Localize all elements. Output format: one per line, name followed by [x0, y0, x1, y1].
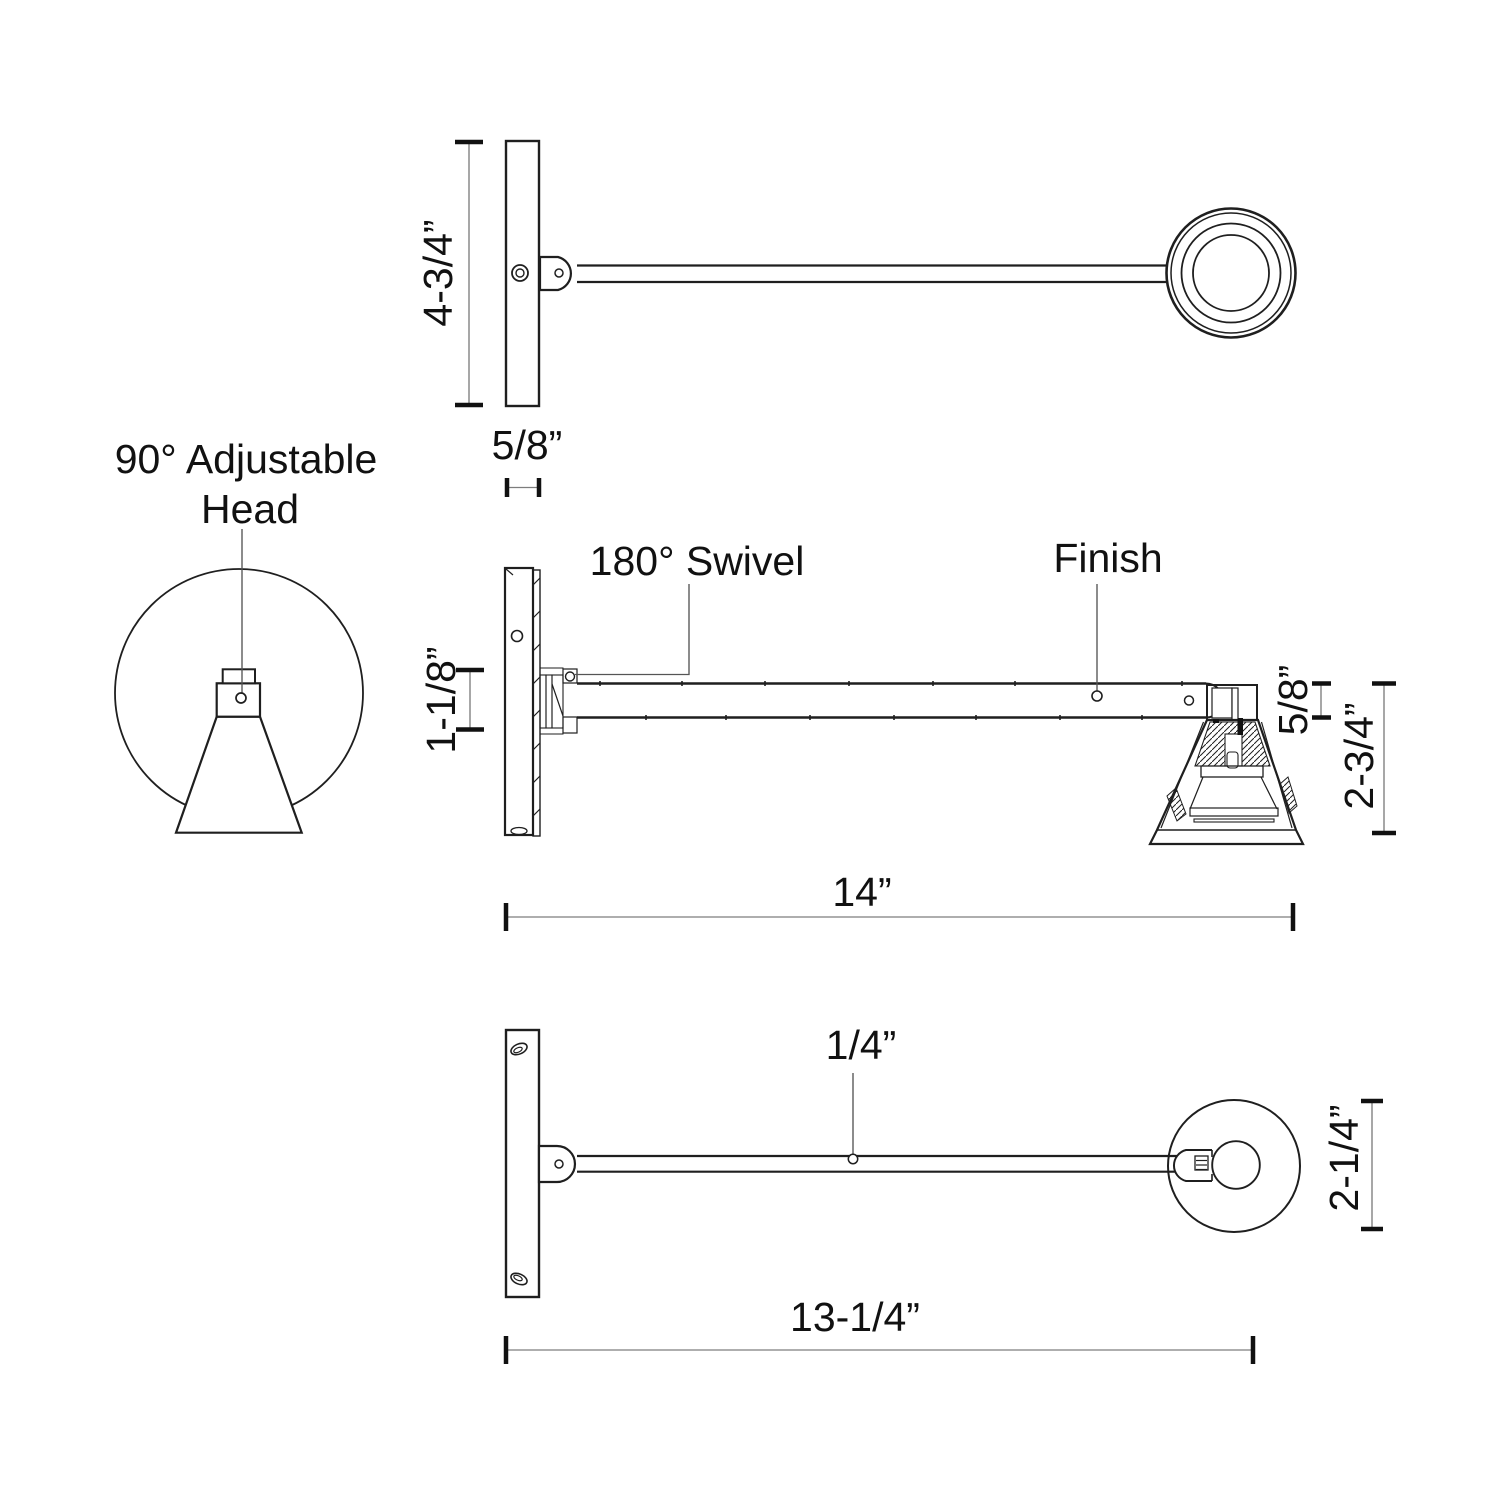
- neck-screw-icon: [235, 692, 247, 704]
- arm-thickness-point-icon: [847, 1153, 859, 1165]
- head-neck-cap: [221, 668, 256, 685]
- shade-outline-circle: [1167, 1099, 1301, 1233]
- backplate-depth-text: 5/8”: [492, 422, 563, 468]
- stem-section: [1237, 718, 1243, 735]
- arm-segment-marks: [599, 681, 1183, 720]
- swivel-bracket-bottom-view: [537, 1144, 577, 1184]
- finish-label-group: Finish: [1053, 535, 1163, 702]
- head-top-view: [1165, 207, 1297, 339]
- swivel-pin-icon: [564, 671, 576, 682]
- neck-circle: [1211, 1140, 1261, 1190]
- pivot-screw-bottom-icon: [554, 1159, 564, 1169]
- dim-arm-reach: 13-1/4”: [503, 1294, 1256, 1364]
- arm-side-view: [577, 681, 1224, 720]
- head-height-text: 2-3/4”: [1336, 702, 1382, 809]
- swivel-label: 180° Swivel: [590, 538, 805, 584]
- bottom-view: 1/4” 2-1/4” 13-1/4”: [503, 1022, 1383, 1364]
- dim-arm-length: 14”: [503, 869, 1296, 931]
- cone-shade-front: [174, 715, 304, 834]
- joint-mark: [1213, 719, 1219, 723]
- dim-backplate-depth: 5/8”: [492, 422, 563, 497]
- adjustable-head-detail: 90° Adjustable Head: [114, 436, 378, 834]
- head-mount-height-text: 5/8”: [1270, 665, 1316, 736]
- backplate-bottom-view: [504, 1028, 541, 1299]
- head-diameter-text: 2-1/4”: [1321, 1104, 1367, 1211]
- side-view: 180° Swivel Finish 1-1/8” 14” 5/8”: [418, 535, 1396, 931]
- head-side-section: [1148, 684, 1305, 846]
- pivot-screw-icon: [554, 268, 564, 278]
- clamp-detail: [1194, 1155, 1209, 1171]
- arm-end-screw-icon: [1183, 695, 1195, 706]
- adjustable-head-label-line1: 90° Adjustable: [115, 436, 378, 482]
- top-view: 4-3/4” 5/8”: [415, 139, 1297, 497]
- backplate-top-view: [504, 139, 541, 408]
- lens-line: [1193, 818, 1275, 823]
- left-wedge: [1166, 787, 1187, 822]
- dim-backplate-height: 4-3/4”: [415, 139, 483, 408]
- arm-assembly-height-text: 1-1/8”: [418, 646, 464, 753]
- right-wedge: [1279, 776, 1298, 814]
- head-bottom-view: [1167, 1099, 1301, 1233]
- swivel-label-group: 180° Swivel: [575, 538, 805, 676]
- dim-head-mount-height: 5/8”: [1270, 665, 1331, 736]
- backplate-height-text: 4-3/4”: [415, 219, 461, 326]
- finish-point-icon: [1091, 690, 1103, 702]
- swivel-joint-section: [539, 667, 578, 735]
- arm-length-text: 14”: [832, 869, 891, 915]
- plate-slot-top: [510, 1042, 528, 1056]
- plate-slot-bottom: [510, 1272, 528, 1286]
- lens-plate: [1189, 807, 1279, 817]
- plate-screw-hole: [510, 629, 524, 643]
- backplate-side-view: [503, 566, 541, 837]
- dim-arm-assembly-height: 1-1/8”: [418, 646, 484, 754]
- mount-screw-inner: [515, 268, 525, 278]
- adjustable-head-label-line2: Head: [201, 486, 299, 532]
- dim-arm-thickness: 1/4”: [826, 1022, 897, 1165]
- arm-reach-text: 13-1/4”: [790, 1294, 920, 1340]
- swivel-leader-line: [575, 584, 690, 676]
- socket-plate: [1200, 765, 1264, 778]
- dim-head-height: 2-3/4”: [1336, 681, 1396, 836]
- dim-head-diameter: 2-1/4”: [1321, 1098, 1383, 1232]
- arm-thickness-text: 1/4”: [826, 1022, 897, 1068]
- finish-label: Finish: [1053, 535, 1162, 581]
- mount-screw-icon: [511, 264, 529, 282]
- lamp-socket: [1226, 751, 1239, 769]
- plate-bottom-slot: [510, 826, 528, 836]
